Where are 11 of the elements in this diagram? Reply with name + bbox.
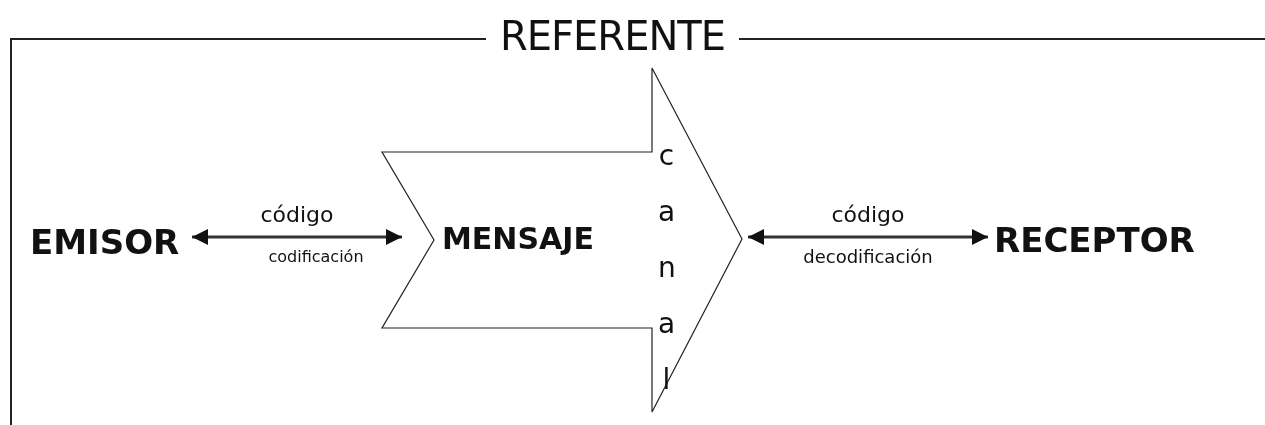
edge-label: código <box>831 201 905 229</box>
node-label: MENSAJE <box>442 220 594 258</box>
double-headed-arrow <box>192 229 402 245</box>
code-label: decodificación <box>803 246 933 268</box>
double-headed-arrow <box>748 229 988 245</box>
edge-label: código <box>260 201 334 229</box>
node-label: EMISOR <box>30 222 180 262</box>
message-arrow-shape <box>380 66 744 414</box>
node-label: RECEPTOR <box>994 220 1195 260</box>
channel-label: canal <box>658 138 675 398</box>
code-label: codificación <box>268 246 364 268</box>
